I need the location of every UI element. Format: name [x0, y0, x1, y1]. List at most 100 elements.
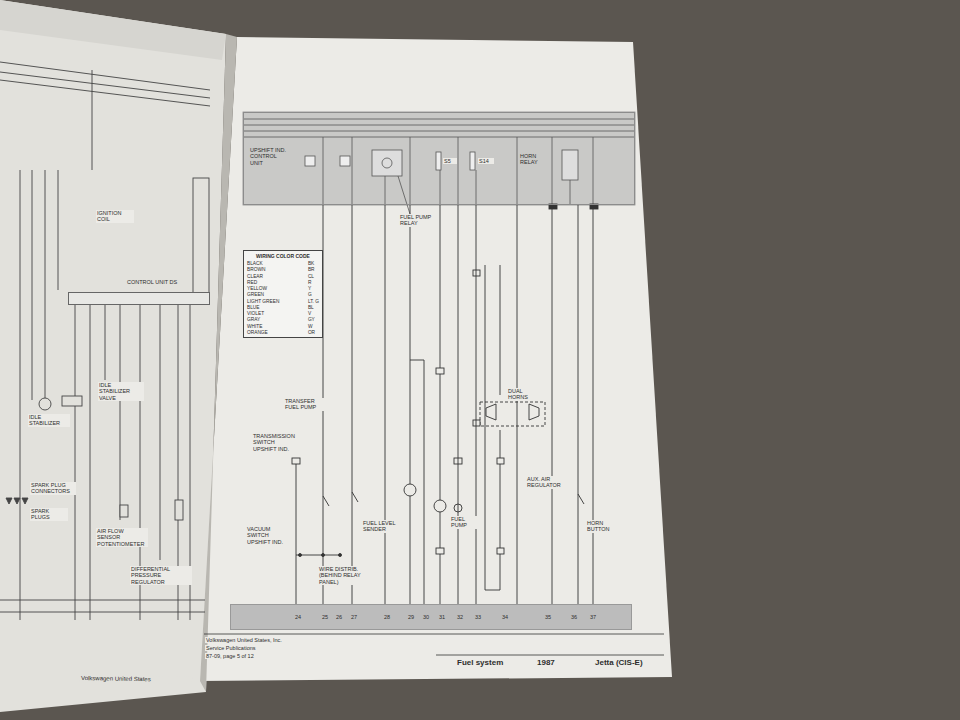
relay-panel: [476, 170, 477, 205]
footer-rules: [436, 655, 664, 656]
wires: [485, 265, 486, 590]
part-label: IDLE STABILIZER: [28, 414, 70, 427]
footer-text: Jetta (CIS-E): [594, 658, 666, 667]
left-page-wiring: [0, 62, 210, 620]
footer-text: 1987: [536, 658, 568, 667]
footer-text: Service Publications: [205, 645, 307, 651]
book-pages: [0, 0, 672, 712]
book-pages: [200, 34, 237, 692]
component-symbols: [497, 548, 504, 554]
wires: [552, 205, 553, 604]
part-label: IDLE STABILIZER VALVE: [98, 382, 144, 401]
wires: [385, 205, 386, 604]
left-page-wiring: [193, 178, 209, 298]
relay-panel: [382, 158, 392, 168]
wires: [500, 265, 501, 395]
component-symbols: [299, 554, 302, 557]
relay-panel: [352, 137, 353, 205]
part-label: FUEL LEVEL SENDER: [362, 520, 402, 533]
terminal-number: 30: [423, 614, 429, 620]
wires: [500, 430, 501, 590]
footer-text: Volkswagen United States, Inc.: [205, 637, 327, 643]
footer-text: 87-09, page 5 of 12: [205, 653, 307, 659]
left-page-wiring: [120, 505, 128, 517]
relay-panel: [243, 125, 635, 126]
relay-panel: [440, 170, 441, 205]
left-page-wiring: [0, 612, 205, 613]
color-name: VIOLET: [247, 311, 304, 316]
left-page-wiring: [105, 305, 106, 380]
relay-panel: [243, 131, 635, 132]
component-symbols: [436, 548, 444, 554]
wires: [296, 462, 297, 604]
color-name: LIGHT GREEN: [247, 299, 304, 304]
wire-connector: [476, 205, 477, 604]
part-label: SPARK PLUGS: [30, 508, 68, 521]
control-unit-box: CONTROL UNIT DS: [68, 292, 210, 305]
part-label: S5: [443, 158, 457, 164]
component-symbols: [529, 404, 539, 420]
relay-panel: [372, 150, 402, 176]
terminal-number: 24: [295, 614, 301, 620]
left-page-wiring: [22, 498, 28, 504]
component-name: CONTROL UNIT DS: [127, 279, 197, 285]
left-page-wiring: [90, 305, 91, 620]
terminal-number: 29: [408, 614, 414, 620]
left-page-wiring: [75, 305, 76, 620]
wires: [440, 205, 441, 604]
left-page-wiring: [14, 498, 20, 504]
part-label: DIFFERENTIAL PRESSURE REGULATOR: [130, 566, 192, 585]
relay-panel: [517, 137, 518, 205]
terminal-number: 32: [457, 614, 463, 620]
color-code: W: [308, 324, 319, 329]
color-code: BR: [308, 267, 319, 272]
relay-panel: [410, 137, 411, 205]
part-label: WIRE DISTRIB. (BEHIND RELAY PANEL): [318, 566, 372, 585]
component-symbols: [323, 496, 329, 506]
wire-connector: [458, 205, 459, 604]
part-label: SPARK PLUG CONNECTORS: [30, 482, 76, 495]
part-label: S14: [478, 158, 494, 164]
component-symbols: [473, 270, 480, 276]
component-symbols: [292, 204, 598, 557]
relay-panel: [243, 112, 635, 214]
component-symbols: [434, 500, 446, 512]
component-symbols: [404, 484, 416, 496]
footer-rules: [204, 634, 664, 635]
table-grid: BLACKBKBROWNBRCLEARCLREDRYELLOWYGREENGLI…: [247, 261, 319, 335]
left-page-wiring: [175, 500, 183, 520]
relay-panel: [562, 150, 578, 180]
relay-panel: [398, 176, 410, 214]
left-page-wiring: [0, 80, 210, 106]
left-page-wiring: [32, 170, 33, 400]
left-page-wiring: [0, 72, 210, 98]
component-symbols: [436, 368, 444, 374]
footer-rules: [204, 634, 664, 655]
color-name: BROWN: [247, 267, 304, 272]
part-label: TRANSFER FUEL PUMP: [284, 398, 326, 411]
component-symbols: [339, 554, 342, 557]
left-page-wiring: [20, 170, 21, 620]
color-code: GY: [308, 317, 319, 322]
color-code: OR: [308, 330, 319, 335]
color-code: BL: [308, 305, 319, 310]
terminal-number: 27: [351, 614, 357, 620]
color-name: ORANGE: [247, 330, 304, 335]
part-label: AUX. AIR REGULATOR: [526, 476, 568, 489]
color-code: R: [308, 280, 319, 285]
color-name: BLACK: [247, 261, 304, 266]
terminal-number: 25: [322, 614, 328, 620]
component-symbols: [473, 420, 480, 426]
component-symbols: [322, 554, 325, 557]
relay-panel: [470, 152, 475, 170]
relay-panel: UPSHIFT IND. CONTROL UNITHORN RELAY: [243, 112, 635, 205]
color-name: RED: [247, 280, 304, 285]
left-page-wiring: [62, 396, 82, 406]
relay-panel: [593, 137, 594, 205]
left-page-wiring: [6, 498, 12, 504]
relay-panel: [458, 137, 459, 205]
relay-panel: [243, 119, 635, 120]
color-code: Y: [308, 286, 319, 291]
relay-panel: [323, 137, 324, 205]
